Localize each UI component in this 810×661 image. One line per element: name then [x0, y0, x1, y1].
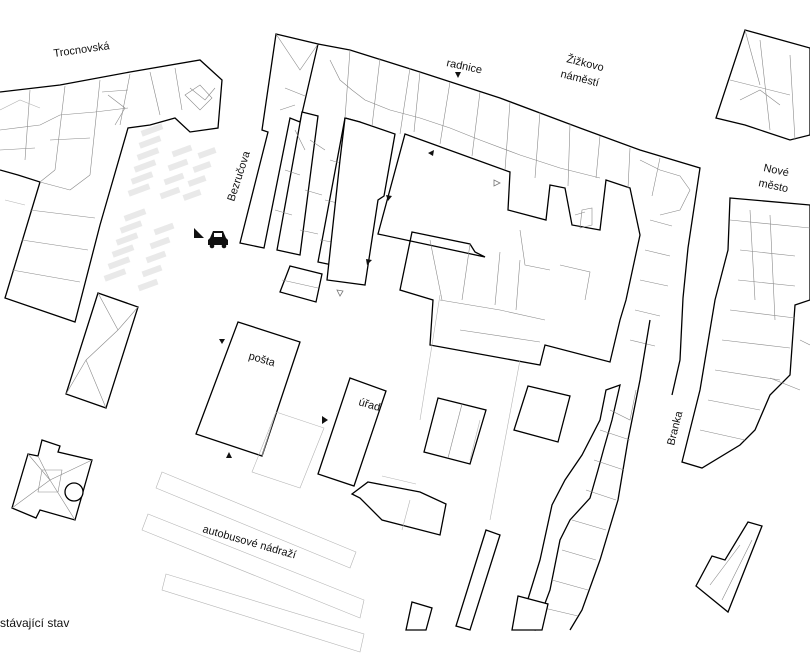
map-caption: stávající stav	[0, 616, 70, 630]
building-small-mid	[350, 475, 447, 536]
building-bottom-left	[11, 439, 93, 521]
building-left-rect	[65, 292, 139, 409]
label-bezrucova: Bezručova	[225, 149, 253, 203]
entrance-marker-icon	[322, 416, 328, 424]
guide-lines	[419, 294, 521, 521]
block-radnice	[317, 43, 701, 396]
entrance-marker-icon	[455, 72, 461, 78]
label-nove-mesto-1: Nové	[762, 162, 790, 179]
entrance-marker-icon	[226, 452, 232, 458]
entrance-marker-icon	[219, 339, 225, 344]
block-south-east	[405, 319, 651, 631]
bus-station-platforms	[141, 471, 365, 653]
entrance-marker-icon	[493, 179, 501, 187]
label-urad: úřad	[357, 396, 381, 414]
entrance-marker-icon	[386, 195, 392, 201]
building-posta-area	[195, 321, 325, 489]
label-branka: Branka	[665, 409, 685, 447]
entrance-marker-icon	[366, 259, 372, 265]
building-south-east-tip	[695, 521, 763, 614]
building-urad	[317, 377, 387, 487]
car-icon	[194, 228, 228, 249]
label-trocnovska: Trocnovská	[53, 40, 111, 60]
block-branka	[681, 197, 810, 469]
label-autobusove-nadrazi: autobusové nádraží	[201, 523, 297, 561]
block-trocnovska	[0, 59, 223, 323]
block-nove-mesto-north	[715, 29, 810, 141]
parking-lot	[103, 123, 217, 292]
entrance-marker-icon	[428, 150, 434, 156]
label-radnice: radnice	[445, 57, 483, 76]
building-center-squares	[423, 385, 571, 465]
label-nove-mesto-2: město	[757, 177, 789, 195]
entrance-marker-icon	[336, 289, 344, 297]
entrance-markers	[219, 72, 501, 458]
